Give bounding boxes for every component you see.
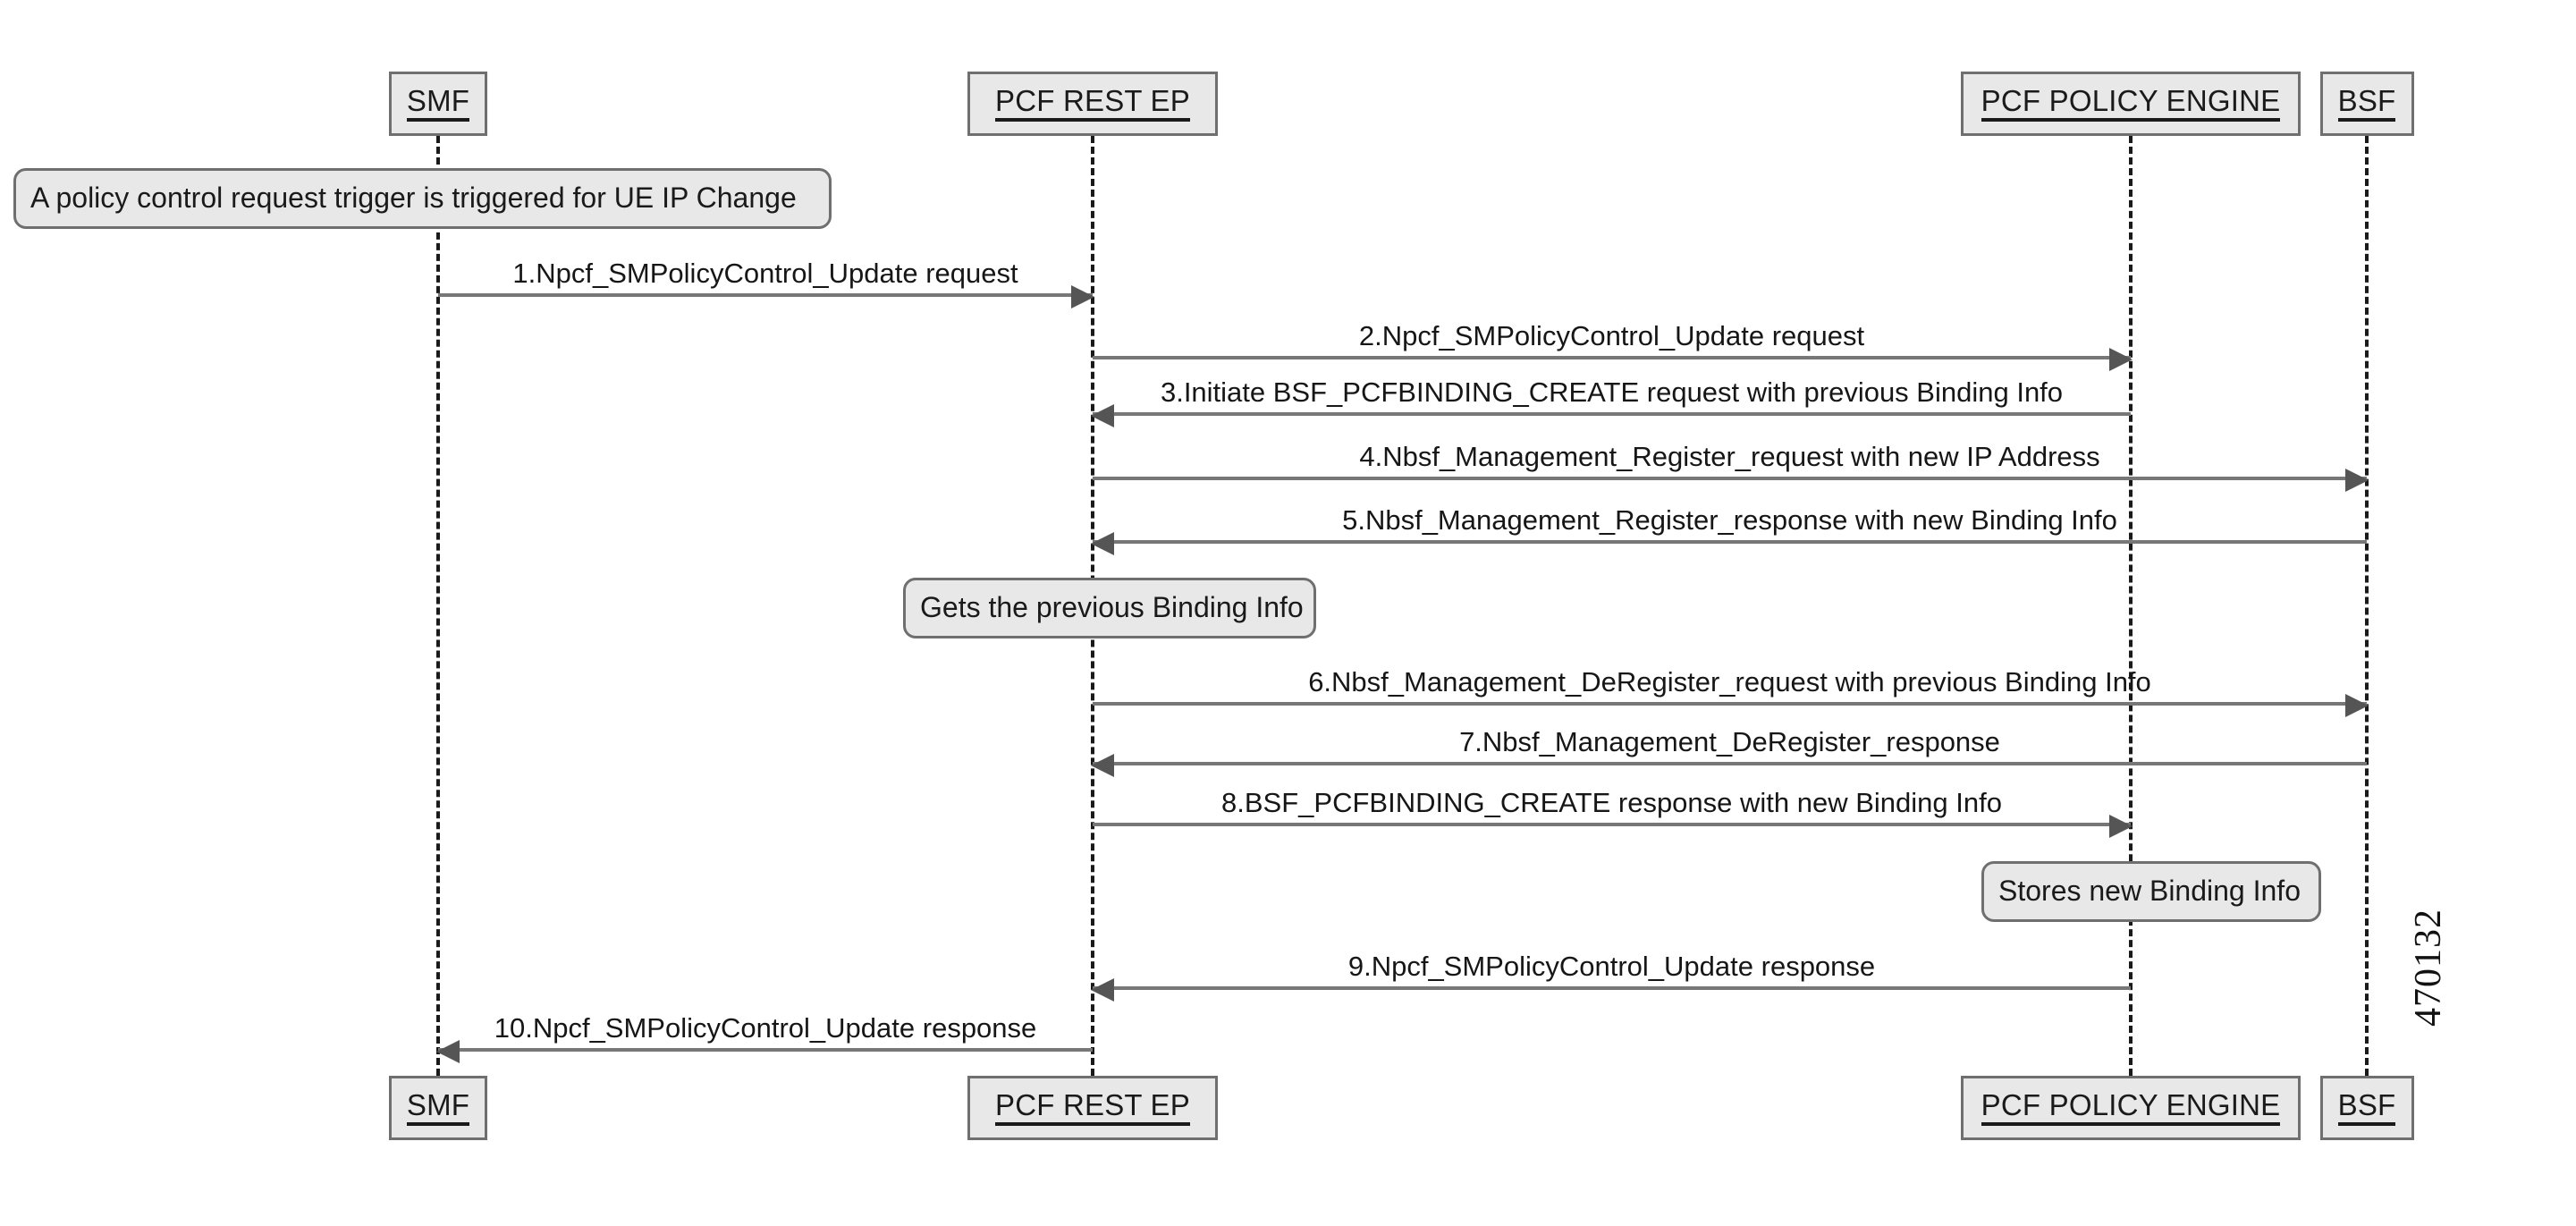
arrowhead-right-icon <box>2109 348 2133 371</box>
participant-top-engine[interactable]: PCF POLICY ENGINE <box>1961 72 2301 136</box>
participant-bottom-engine[interactable]: PCF POLICY ENGINE <box>1961 1076 2301 1140</box>
message-text-1: Npcf_SMPolicyControl_Update request <box>536 258 1018 289</box>
participant-label-smf: SMF <box>406 1089 470 1127</box>
message-label-5: 5.Nbsf_Management_Register_response with… <box>1093 506 2367 534</box>
message-label-1: 1.Npcf_SMPolicyControl_Update request <box>438 259 1093 287</box>
arrowhead-left-icon <box>436 1040 460 1063</box>
participant-bottom-bsf[interactable]: BSF <box>2319 1076 2414 1140</box>
message-seq-4: 4. <box>1359 441 1383 472</box>
message-seq-6: 6. <box>1308 666 1332 698</box>
arrowhead-right-icon <box>2109 815 2133 838</box>
message-text-6: Nbsf_Management_DeRegister_request with … <box>1331 666 2151 698</box>
participant-label-engine: PCF POLICY ENGINE <box>1981 85 2281 123</box>
note-text: A policy control request trigger is trig… <box>30 182 797 215</box>
participant-label-bsf: BSF <box>2337 85 2396 123</box>
note-stores-new-binding: Stores new Binding Info <box>1981 861 2321 922</box>
lifeline-smf <box>436 136 440 1076</box>
message-seq-2: 2. <box>1358 320 1382 351</box>
lifeline-bsf <box>2365 136 2369 1076</box>
arrowhead-right-icon <box>2345 694 2369 717</box>
message-arrow-7 <box>1091 754 2367 777</box>
message-arrow-5 <box>1091 532 2367 555</box>
message-seq-5: 5. <box>1342 504 1365 536</box>
message-arrow-3 <box>1091 404 2131 427</box>
participant-top-restep[interactable]: PCF REST EP <box>967 72 1218 136</box>
message-arrow-8 <box>1093 815 2133 838</box>
message-seq-9: 9. <box>1347 951 1372 982</box>
participant-bottom-smf[interactable]: SMF <box>389 1076 487 1140</box>
message-label-9: 9.Npcf_SMPolicyControl_Update response <box>1093 952 2131 980</box>
participant-label-restep: PCF REST EP <box>995 85 1190 123</box>
arrowhead-left-icon <box>1091 754 1114 777</box>
arrowhead-left-icon <box>1091 404 1114 427</box>
note-gets-previous-binding: Gets the previous Binding Info <box>903 578 1316 638</box>
message-label-10: 10.Npcf_SMPolicyControl_Update response <box>438 1014 1093 1042</box>
message-text-7: Nbsf_Management_DeRegister_response <box>1482 726 2000 757</box>
participant-label-engine: PCF POLICY ENGINE <box>1981 1089 2281 1127</box>
message-text-3: Initiate BSF_PCFBINDING_CREATE request w… <box>1183 376 2064 408</box>
message-label-4: 4.Nbsf_Management_Register_request with … <box>1093 443 2367 470</box>
message-text-5: Nbsf_Management_Register_response with n… <box>1364 504 2117 536</box>
message-text-8: BSF_PCFBINDING_CREATE response with new … <box>1244 787 2002 818</box>
participant-label-restep: PCF REST EP <box>995 1089 1190 1127</box>
message-seq-10: 10. <box>494 1012 533 1044</box>
message-seq-7: 7. <box>1459 726 1482 757</box>
message-text-2: Npcf_SMPolicyControl_Update request <box>1381 320 1865 351</box>
participant-top-bsf[interactable]: BSF <box>2319 72 2414 136</box>
message-label-7: 7.Nbsf_Management_DeRegister_response <box>1093 728 2367 756</box>
message-seq-3: 3. <box>1160 376 1184 408</box>
arrowhead-right-icon <box>1071 285 1094 309</box>
participant-top-smf[interactable]: SMF <box>389 72 487 136</box>
message-text-9: Npcf_SMPolicyControl_Update response <box>1371 951 1876 982</box>
message-label-3: 3.Initiate BSF_PCFBINDING_CREATE request… <box>1093 378 2131 406</box>
arrowhead-left-icon <box>1091 978 1114 1002</box>
participant-label-bsf: BSF <box>2337 1089 2396 1127</box>
message-arrow-4 <box>1093 469 2369 492</box>
message-arrow-10 <box>436 1040 1093 1063</box>
lifeline-engine <box>2129 136 2133 1076</box>
message-arrow-6 <box>1093 694 2369 717</box>
note-ue-ip-change: A policy control request trigger is trig… <box>13 168 832 229</box>
message-label-2: 2.Npcf_SMPolicyControl_Update request <box>1093 322 2131 350</box>
message-arrow-9 <box>1091 978 2131 1002</box>
message-arrow-2 <box>1093 348 2133 371</box>
participant-bottom-restep[interactable]: PCF REST EP <box>967 1076 1218 1140</box>
message-seq-1: 1. <box>512 258 536 289</box>
arrowhead-right-icon <box>2345 469 2369 492</box>
note-text: Gets the previous Binding Info <box>920 591 1304 624</box>
message-seq-8: 8. <box>1221 787 1245 818</box>
arrowhead-left-icon <box>1091 532 1114 555</box>
message-label-6: 6.Nbsf_Management_DeRegister_request wit… <box>1093 668 2367 696</box>
participant-label-smf: SMF <box>406 85 470 123</box>
message-text-4: Nbsf_Management_Register_request with ne… <box>1382 441 2100 472</box>
note-text: Stores new Binding Info <box>1998 875 2301 908</box>
message-text-10: Npcf_SMPolicyControl_Update response <box>532 1012 1037 1044</box>
message-arrow-1 <box>438 285 1094 309</box>
message-label-8: 8.BSF_PCFBINDING_CREATE response with ne… <box>1093 789 2131 816</box>
watermark-id: 470132 <box>2408 909 2449 1027</box>
